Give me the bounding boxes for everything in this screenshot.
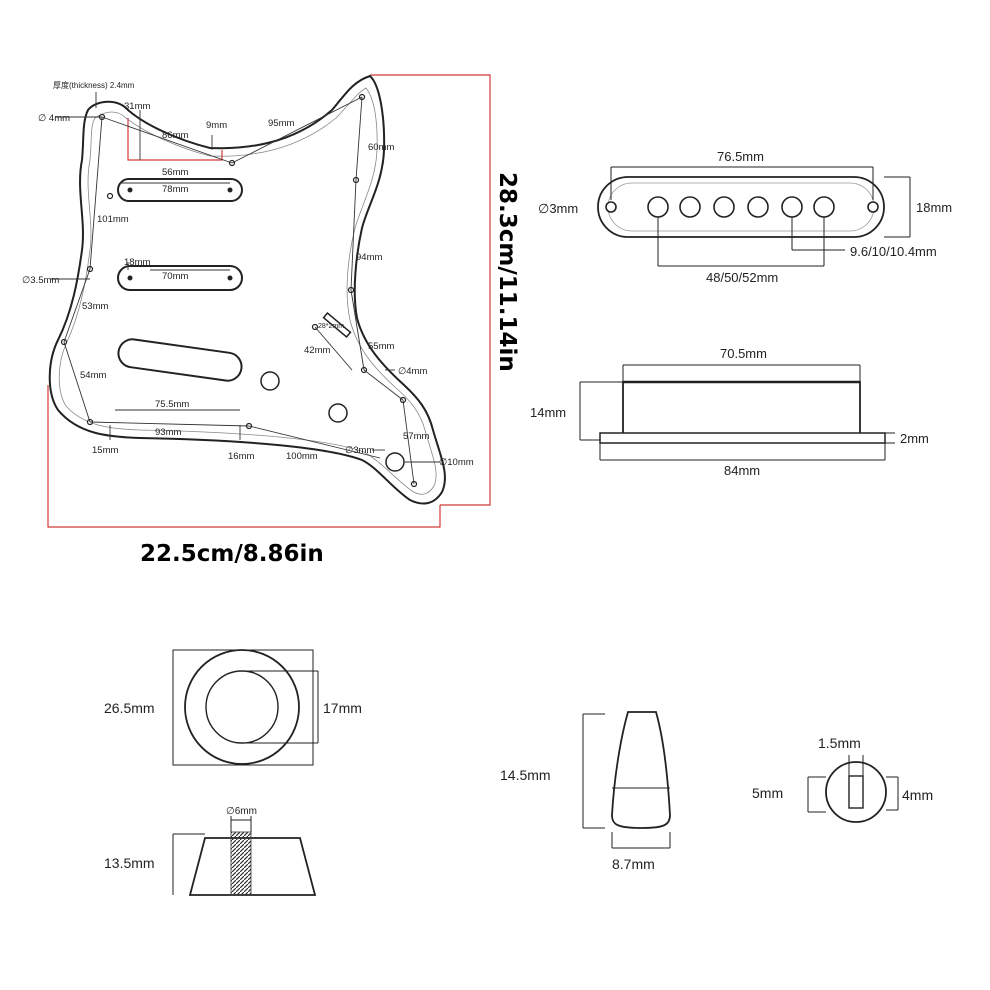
pickguard-outline — [48, 74, 446, 505]
label-end-1-5: 1.5mm — [818, 735, 861, 751]
label-knob-13-5: 13.5mm — [104, 855, 155, 871]
knob-top-view: 26.5mm 17mm — [104, 649, 362, 766]
tone-knob-hole-2 — [385, 452, 405, 472]
label-60: 60mm — [368, 142, 394, 153]
label-knob-shaft-6: ∅6mm — [226, 806, 257, 817]
pole-hole-4 — [747, 196, 769, 218]
switch-tip-side-view: 14.5mm 8.7mm — [500, 711, 671, 872]
pickup-cover-side-view: 70.5mm 14mm 2mm 84mm — [530, 346, 929, 478]
label-side-84: 84mm — [724, 463, 760, 478]
label-knob-17: 17mm — [323, 700, 362, 716]
label-101: 101mm — [97, 214, 129, 225]
switch-slot — [322, 312, 352, 338]
label-end-4: 4mm — [902, 787, 933, 803]
label-57: 57mm — [403, 431, 429, 442]
label-d10: ∅10mm — [439, 457, 474, 468]
label-55: 55mm — [368, 341, 394, 352]
tone-knob-hole-1 — [328, 403, 348, 423]
label-cover-span: 48/50/52mm — [706, 270, 778, 285]
thickness-label: 厚度(thickness) 2.4mm — [53, 80, 135, 90]
pickup-slot-neck — [117, 178, 243, 202]
label-cover-18: 18mm — [916, 200, 952, 215]
knob-side-view: ∅6mm 13.5mm — [104, 806, 317, 896]
label-d3: ∅3mm — [345, 445, 374, 456]
pickup-slot-middle — [117, 265, 243, 291]
label-side-70-5: 70.5mm — [720, 346, 767, 361]
knob-shaft-thread — [230, 831, 252, 896]
total-height-label: 28.3cm/11.14in — [494, 172, 520, 372]
pole-hole-6 — [813, 196, 835, 218]
label-28: 28*2mm — [318, 323, 344, 330]
label-78: 78mm — [162, 184, 188, 195]
mount-hole-left — [605, 201, 617, 213]
label-cover-76-5: 76.5mm — [717, 149, 764, 164]
label-cover-d3: ∅3mm — [538, 201, 578, 216]
label-42: 42mm — [304, 345, 330, 356]
label-53: 53mm — [82, 301, 108, 312]
label-knob-26-5: 26.5mm — [104, 700, 155, 716]
label-d35: ∅3.5mm — [22, 275, 59, 286]
label-end-5: 5mm — [752, 785, 783, 801]
label-31: 31mm — [124, 101, 150, 112]
height-dimension-frame — [370, 74, 491, 506]
label-d4b: ∅4mm — [398, 366, 427, 377]
label-93: 93mm — [155, 427, 181, 438]
pickup-cover-top-view: ∅3mm 76.5mm 18mm 9.6/10/10.4mm 48/50/52m… — [538, 149, 952, 285]
pole-hole-5 — [781, 196, 803, 218]
label-18: 18mm — [124, 257, 150, 268]
neck-pocket-cut — [127, 118, 223, 161]
volume-knob-hole — [260, 371, 280, 391]
pole-hole-2 — [679, 196, 701, 218]
label-86: 86mm — [162, 130, 188, 141]
label-94: 94mm — [356, 252, 382, 263]
label-side-14: 14mm — [530, 405, 566, 420]
pole-hole-3 — [713, 196, 735, 218]
label-side-2: 2mm — [900, 431, 929, 446]
pickup-slot-bridge — [117, 338, 243, 382]
label-tip-14-5: 14.5mm — [500, 767, 551, 783]
width-dimension-frame — [47, 385, 441, 528]
label-15: 15mm — [92, 445, 118, 456]
label-d4: ∅ 4mm — [38, 113, 70, 124]
label-95: 95mm — [268, 118, 294, 129]
pickguard-drawing: 厚度(thickness) 2.4mm ∅ 4mm 31mm 86mm 9mm … — [22, 74, 520, 567]
label-100: 100mm — [286, 451, 318, 462]
label-54: 54mm — [80, 370, 106, 381]
label-75-5: 75.5mm — [155, 399, 189, 410]
pickguard-dimension-lines — [50, 92, 440, 485]
label-cover-spacing: 9.6/10/10.4mm — [850, 244, 937, 259]
label-tip-8-7: 8.7mm — [612, 856, 655, 872]
label-56: 56mm — [162, 167, 188, 178]
mount-hole-right — [867, 201, 879, 213]
total-width-label: 22.5cm/8.86in — [140, 541, 324, 567]
label-16: 16mm — [228, 451, 254, 462]
label-70: 70mm — [162, 271, 188, 282]
label-9: 9mm — [206, 120, 227, 131]
pole-hole-1 — [647, 196, 669, 218]
switch-tip-end-view: 1.5mm 5mm 4mm — [752, 735, 933, 823]
